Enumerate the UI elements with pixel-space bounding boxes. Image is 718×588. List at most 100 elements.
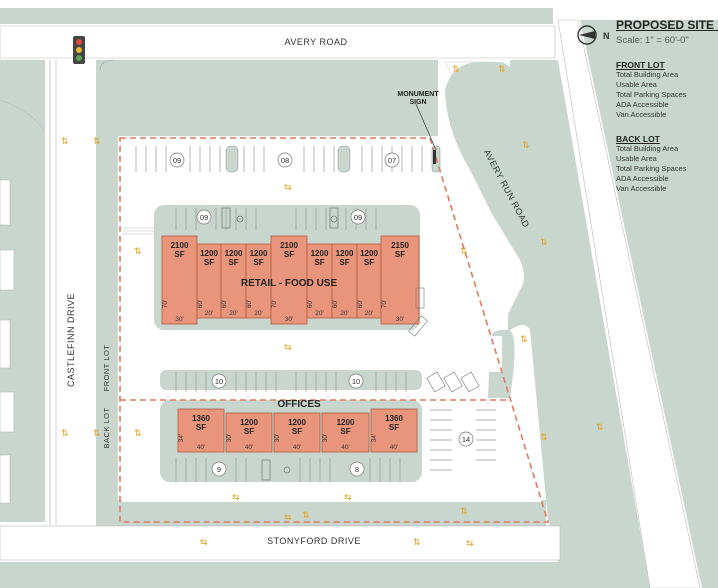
- ada-stall-markings: [221, 207, 339, 481]
- stall-count: 10: [352, 377, 360, 386]
- office-unit: [225, 412, 273, 453]
- stall-count: 09: [354, 213, 362, 222]
- retail-unit-area: 2150: [391, 241, 409, 250]
- traffic-flow-arrows: ⇅⇅ ⇅⇅ ⇅⇅ ⇆⇆ ⇆⇆ ⇆⇅ ⇅⇅ ⇅⇅ ⇅⇅ ⇅⇅ ⇅⇅ ⇆⇆: [61, 65, 604, 549]
- legend-title: PROPOSED SITE PLAN: [616, 18, 718, 32]
- retail-unit-width: 20': [365, 310, 373, 317]
- legend-row: Total Building Area: [616, 144, 679, 153]
- svg-text:⇅: ⇅: [498, 65, 506, 75]
- stall-count: 10: [215, 377, 223, 386]
- stall-count-markers: [169, 152, 474, 477]
- retail-unit-area-unit: SF: [284, 250, 294, 259]
- office-unit-area: 1360: [385, 414, 403, 423]
- retail-unit-depth: 60': [197, 300, 204, 308]
- south-landscape: [96, 500, 546, 526]
- avery-road-label: AVERY ROAD: [284, 37, 347, 47]
- office-building: 1360SF34'40'1200SF30'40'1200SF30'40'1200…: [177, 408, 418, 453]
- svg-text:⇆: ⇆: [284, 513, 292, 523]
- north-label: N: [603, 31, 610, 41]
- svg-text:⇅: ⇅: [540, 238, 548, 248]
- castlefinn-drive-label: CASTLEFINN DRIVE: [66, 293, 76, 387]
- svg-text:⇆: ⇆: [284, 183, 292, 193]
- front-lot-heading: FRONT LOT: [616, 60, 665, 70]
- office-unit-area-unit: SF: [244, 427, 254, 436]
- office-unit-area-unit: SF: [340, 427, 350, 436]
- svg-text:⇅: ⇅: [452, 65, 460, 75]
- stall-count: 09: [200, 213, 208, 222]
- retail-unit-width: 20': [340, 310, 348, 317]
- svg-text:⇅: ⇅: [61, 137, 69, 147]
- retail-unit-area-unit: SF: [314, 258, 324, 267]
- office-unit-area: 1200: [288, 418, 306, 427]
- retail-unit-depth: 60': [332, 300, 339, 308]
- retail-unit: [161, 235, 198, 325]
- stall-count: 9: [217, 465, 221, 474]
- monument-sign-label: SIGN: [409, 99, 426, 106]
- retail-unit: [380, 235, 420, 325]
- back-lot-heading: BACK LOT: [616, 134, 660, 144]
- parking-stalls-east: [430, 409, 496, 471]
- retail-building-title: RETAIL - FOOD USE: [241, 278, 338, 289]
- office-unit: [370, 408, 418, 453]
- svg-text:⇅: ⇅: [522, 141, 530, 151]
- lot-boundary-lines: [119, 137, 550, 523]
- legend-row: ADA Accessible: [616, 174, 669, 183]
- svg-text:⇅: ⇅: [302, 511, 310, 521]
- retail-unit: [245, 243, 272, 319]
- west-house-blocks: [0, 179, 15, 504]
- east-landscape: [540, 60, 650, 588]
- retail-unit-area: 1200: [336, 249, 354, 258]
- retail-unit-depth: 60': [221, 300, 228, 308]
- svg-text:⇆: ⇆: [284, 343, 292, 353]
- retail-building: 2100SF70'30'1200SF60'20'1200SF60'20'1200…: [161, 235, 420, 325]
- office-unit-area: 1200: [337, 418, 355, 427]
- retail-unit-area-unit: SF: [253, 258, 263, 267]
- retail-unit-depth: 60': [307, 300, 314, 308]
- svg-text:⇅: ⇅: [93, 137, 101, 147]
- office-unit-area: 1200: [240, 418, 258, 427]
- retail-unit-depth: 60': [246, 300, 253, 308]
- office-unit-width: 40': [293, 444, 301, 451]
- office-unit-area-unit: SF: [292, 427, 302, 436]
- retail-unit-depth: 60': [357, 300, 364, 308]
- legend-row: Total Parking Spaces: [616, 90, 687, 99]
- legend-row: Van Accessible: [616, 110, 667, 119]
- svg-text:⇅: ⇅: [134, 247, 142, 257]
- retail-unit-depth: 70': [271, 300, 278, 308]
- retail-unit-width: 20': [254, 310, 262, 317]
- svg-text:⇆: ⇆: [466, 539, 474, 549]
- north-arrow-icon: N: [577, 25, 610, 45]
- office-unit-width: 40': [245, 444, 253, 451]
- parking-stalls-top: [135, 146, 423, 172]
- retail-unit-depth: 70': [381, 300, 388, 308]
- svg-text:⇅: ⇅: [460, 247, 468, 257]
- retail-unit-area-unit: SF: [395, 250, 405, 259]
- svg-text:⇅: ⇅: [520, 335, 528, 345]
- svg-text:⇆: ⇆: [232, 493, 240, 503]
- svg-text:⇆: ⇆: [200, 538, 208, 548]
- retail-unit-area: 1200: [200, 249, 218, 258]
- stonyford-drive-pavement: [0, 525, 561, 561]
- west-landscape: [0, 60, 45, 522]
- retail-unit-area: 1200: [225, 249, 243, 258]
- svg-text:⇅: ⇅: [413, 538, 421, 548]
- office-building-title: OFFICES: [277, 399, 321, 410]
- legend-row: Usable Area: [616, 154, 657, 163]
- office-unit: [273, 412, 321, 453]
- retail-unit: [220, 243, 247, 319]
- top-drive-aisle: [122, 140, 447, 196]
- retail-unit-width: 20': [229, 310, 237, 317]
- office-unit-width: 40': [390, 444, 398, 451]
- office-unit-depth: 30': [322, 434, 329, 442]
- office-unit-area: 1360: [192, 414, 210, 423]
- traffic-light-icon: [73, 36, 85, 64]
- retail-unit-area: 1200: [360, 249, 378, 258]
- retail-unit-width: 30': [285, 316, 293, 323]
- svg-text:⇅: ⇅: [93, 429, 101, 439]
- svg-text:⇅: ⇅: [460, 507, 468, 517]
- retail-unit: [356, 243, 382, 319]
- avery-road-pavement: [0, 25, 556, 59]
- office-unit-area-unit: SF: [389, 423, 399, 432]
- retail-unit-area: 1200: [250, 249, 268, 258]
